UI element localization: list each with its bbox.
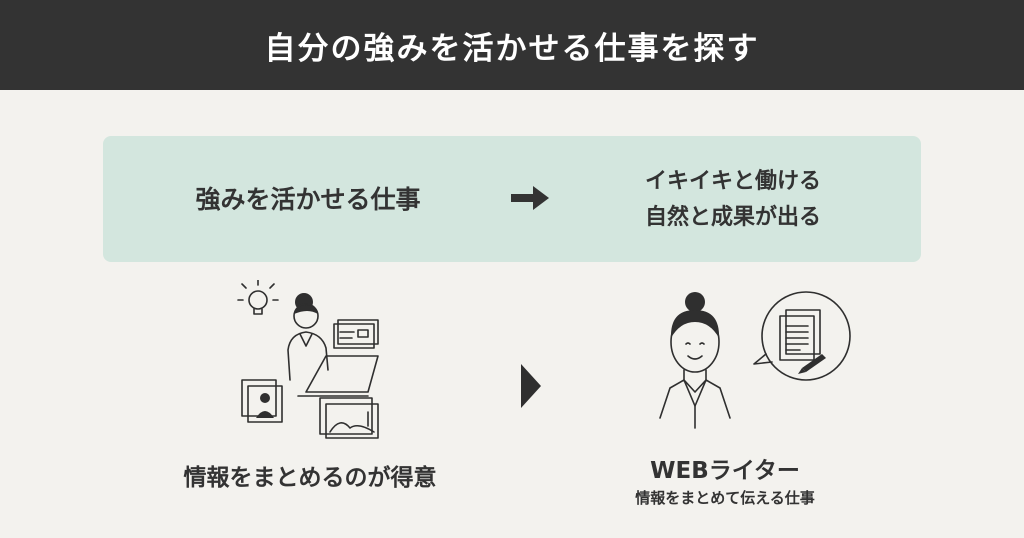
banner-right-text: イキイキと働ける 自然と成果が出る [603, 164, 863, 236]
woman-portrait-illustration [640, 288, 860, 442]
banner-left-text: 強みを活かせる仕事 [195, 185, 421, 214]
triangle-arrow-icon [519, 364, 541, 412]
lightbulb-icon [237, 279, 279, 315]
header-bar: 自分の強みを活かせる仕事を探す [0, 0, 1024, 90]
pencil-icon [798, 354, 826, 374]
mail-card-icon [333, 319, 379, 349]
strength-banner: 強みを活かせる仕事 イキイキと働ける 自然と成果が出る [103, 136, 921, 262]
banner-right-line1: イキイキと働ける [644, 169, 821, 194]
left-caption: 情報をまとめるのが得意 [183, 465, 437, 491]
document-speech-bubble-icon [753, 291, 851, 381]
photo-cards-icon [241, 379, 283, 423]
woman-laptop-illustration [228, 279, 388, 444]
right-caption-subtitle: 情報をまとめて伝える仕事 [635, 489, 815, 507]
right-caption-title: WEBライター [650, 458, 800, 484]
banner-right-line2: 自然と成果が出る [644, 205, 821, 230]
arrow-right-icon [511, 186, 549, 214]
page-title: 自分の強みを活かせる仕事を探す [264, 30, 760, 67]
